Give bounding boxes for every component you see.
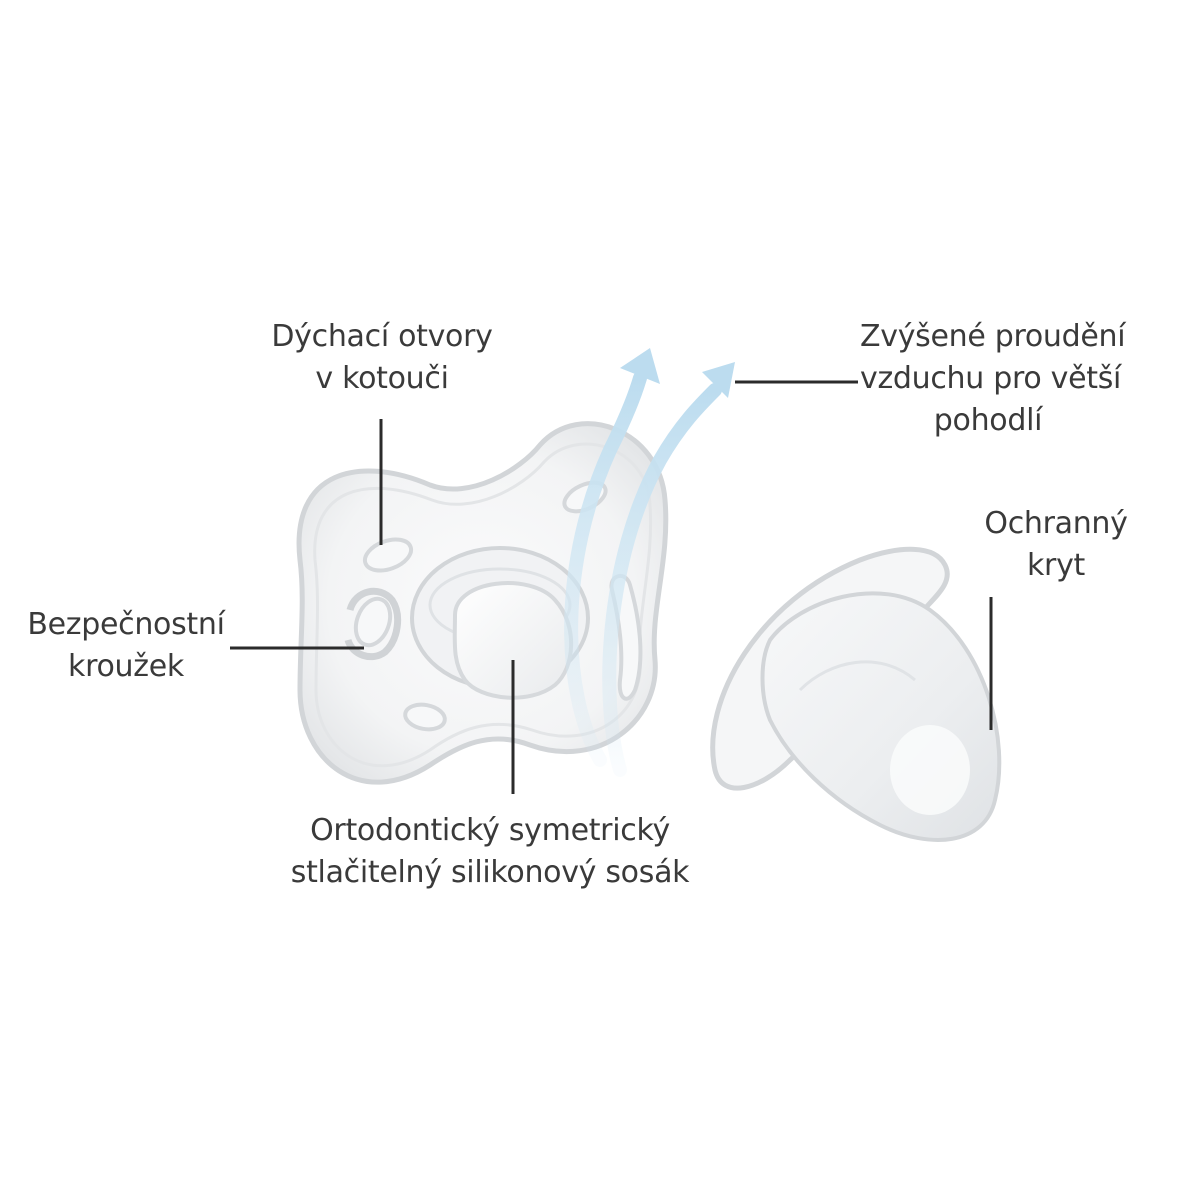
breathing-hole (353, 596, 393, 648)
cover-highlight (890, 725, 970, 815)
airflow-arrows (564, 348, 735, 777)
pacifier-shield (296, 421, 669, 785)
callout-safety-ring-line-1: Bezpečnostní (27, 607, 225, 642)
protective-cover (710, 546, 1002, 842)
callout-teat: Ortodontický symetrický stlačitelný sili… (290, 810, 690, 894)
callout-airflow-line-3: pohodlí (933, 403, 1043, 438)
airflow-arrowhead-right (702, 362, 735, 398)
cover-dome (760, 591, 1002, 842)
teat (452, 581, 574, 700)
airflow-arrow-right (602, 383, 722, 777)
callout-airflow-line-1: Zvýšené proudění (860, 319, 1126, 354)
callout-teat-line-1: Ortodontický symetrický (310, 813, 670, 848)
callout-teat-line-2: stlačitelný silikonový sosák (290, 855, 690, 890)
cover-inner-line (798, 660, 916, 692)
callout-airflow: Zvýšené proudění vzduchu pro větší pohod… (860, 316, 1126, 442)
breathing-hole (403, 702, 447, 732)
callout-airflow-line-2: vzduchu pro větší (860, 361, 1122, 396)
callout-breathing-holes-line-2: v kotouči (315, 361, 449, 396)
callout-safety-ring-line-2: kroužek (68, 649, 184, 684)
callout-protective-cover: Ochranný kryt (966, 503, 1146, 587)
airflow-arrow-left (564, 371, 647, 767)
callout-breathing-holes: Dýchací otvory v kotouči (262, 316, 502, 400)
callout-protective-cover-line-1: Ochranný (984, 506, 1128, 541)
breathing-hole (362, 537, 414, 573)
callout-protective-cover-line-2: kryt (1026, 548, 1086, 583)
callout-breathing-holes-line-1: Dýchací otvory (271, 319, 493, 354)
callout-safety-ring: Bezpečnostní kroužek (16, 604, 236, 688)
safety-ring (344, 587, 402, 661)
airflow-arrowhead-left (620, 348, 660, 384)
leader-lines (230, 380, 993, 794)
